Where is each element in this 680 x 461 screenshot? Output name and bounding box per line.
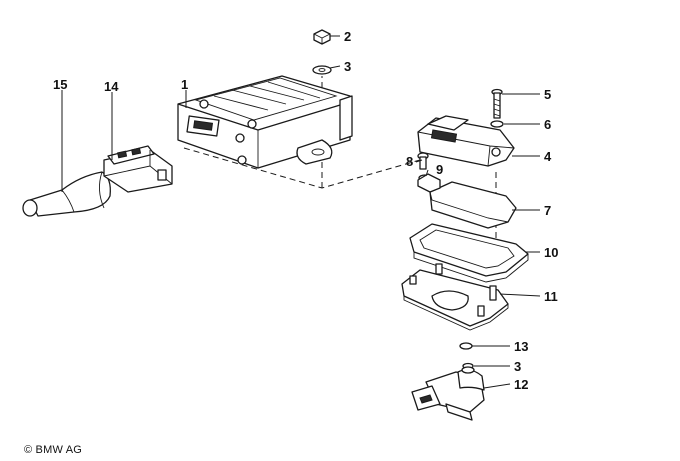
callout-labels: 15 14 1 2 3 5 6 4 8 9 7 10 11 13 3 12 [53,29,558,392]
part-1-control-unit[interactable] [177,75,353,169]
part-11-bracket[interactable] [401,263,509,331]
part-5-screw[interactable] [491,88,503,119]
part-8-small-screw[interactable] [417,152,429,170]
callout-6: 6 [544,117,551,132]
part-12-sensor[interactable] [411,366,485,421]
callout-7: 7 [544,203,551,218]
part-10-gasket[interactable] [409,223,529,283]
callout-3-upper: 3 [344,59,351,74]
part-7-plate[interactable] [417,173,517,229]
part-15-rubber-boot[interactable] [22,171,111,217]
callout-13: 13 [514,339,528,354]
part-2-nut[interactable] [313,29,331,45]
callout-5: 5 [544,87,551,102]
callout-3-lower: 3 [514,359,521,374]
part-6-washer[interactable] [490,120,504,128]
callout-4: 4 [544,149,552,164]
callout-1: 1 [181,77,188,92]
leader-lines [61,35,541,389]
part-13-cap[interactable] [459,342,473,350]
callout-14: 14 [104,79,119,94]
copyright-notice: © BMW AG [24,444,82,456]
callout-15: 15 [53,77,67,92]
callout-9: 9 [436,162,443,177]
callout-10: 10 [544,245,558,260]
part-3-washer-upper[interactable] [312,65,332,75]
callout-8: 8 [406,154,413,169]
callout-2: 2 [344,29,351,44]
callout-12: 12 [514,377,528,392]
callout-11: 11 [544,289,558,304]
part-14-connector-plug[interactable] [103,145,173,193]
part-4-ignition-module[interactable] [417,115,515,167]
